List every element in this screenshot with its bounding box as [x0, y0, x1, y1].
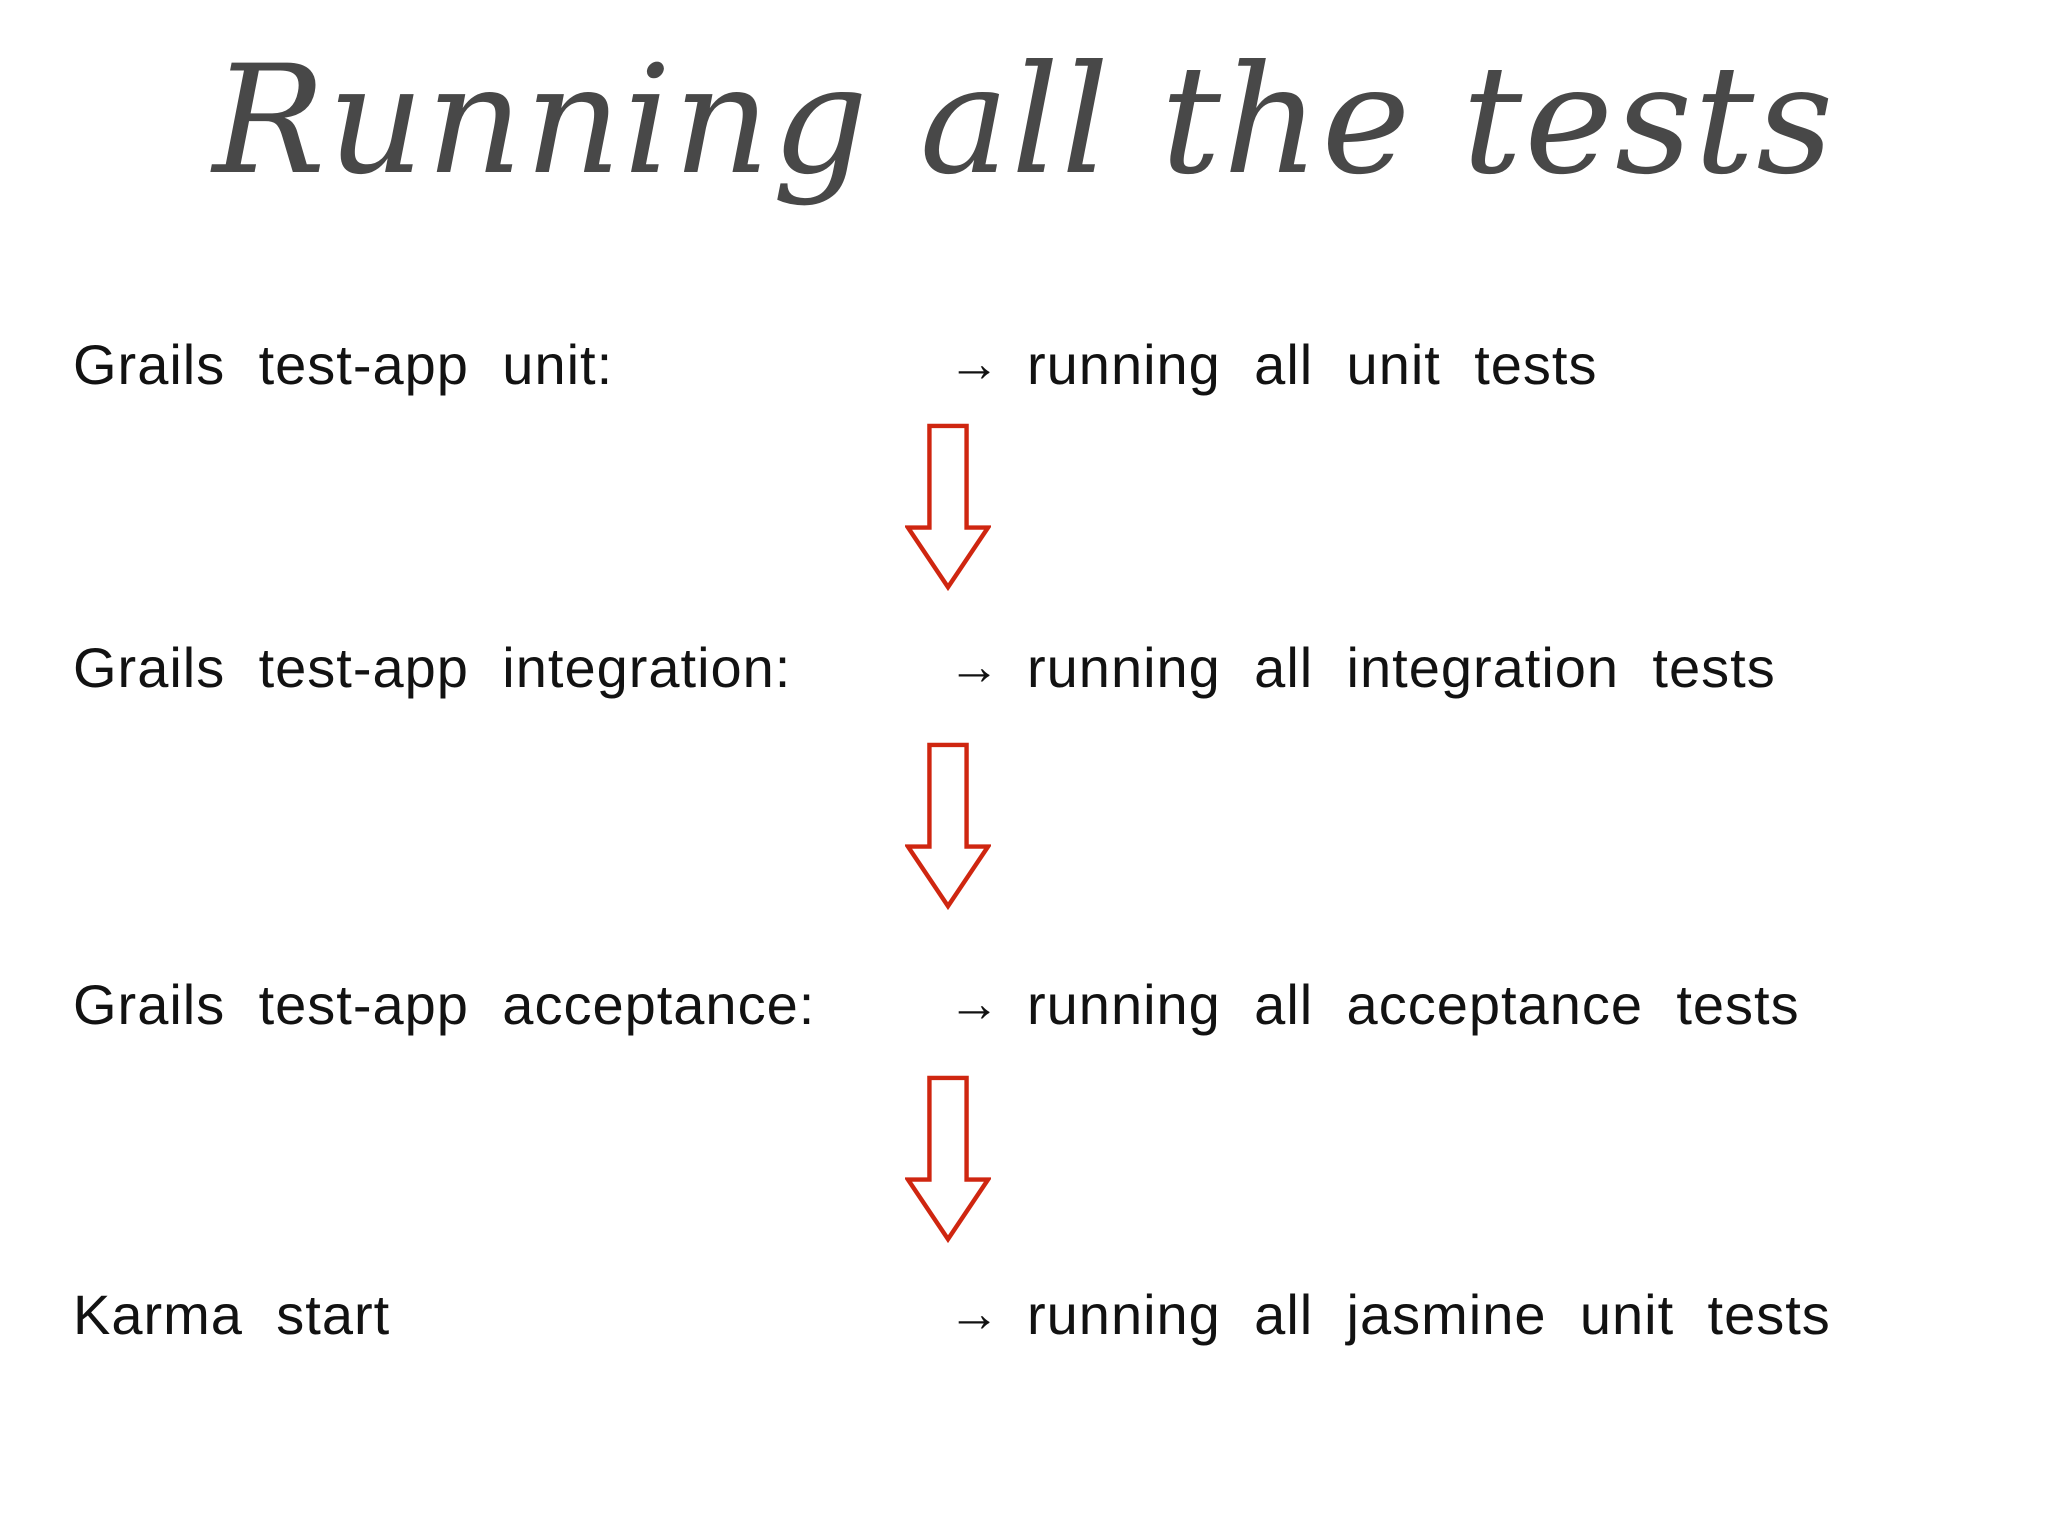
row-right-label: running all unit tests: [1027, 333, 1598, 396]
row-right: → running all jasmine unit tests: [948, 1272, 1831, 1357]
down-arrow-icon: [905, 740, 991, 912]
down-arrow-icon: [905, 421, 991, 593]
row-right: → running all integration tests: [948, 625, 1776, 710]
right-arrow-icon: →: [948, 335, 1001, 393]
right-arrow-icon: →: [948, 1285, 1001, 1343]
page-title: Running all the tests: [212, 34, 1836, 208]
down-arrow-icon: [905, 1073, 991, 1245]
row-right-label: running all jasmine unit tests: [1027, 1283, 1831, 1346]
row-right: → running all acceptance tests: [948, 962, 1800, 1047]
right-arrow-icon: →: [948, 975, 1001, 1033]
row-left-label: Grails test-app integration:: [73, 636, 792, 699]
row-right-label: running all integration tests: [1027, 636, 1776, 699]
row-right-label: running all acceptance tests: [1027, 973, 1800, 1036]
row-left-label: Grails test-app acceptance:: [73, 973, 816, 1036]
right-arrow-icon: →: [948, 638, 1001, 696]
row-right: → running all unit tests: [948, 322, 1597, 407]
row-left-label: Karma start: [73, 1283, 391, 1346]
row-left-label: Grails test-app unit:: [73, 333, 614, 396]
